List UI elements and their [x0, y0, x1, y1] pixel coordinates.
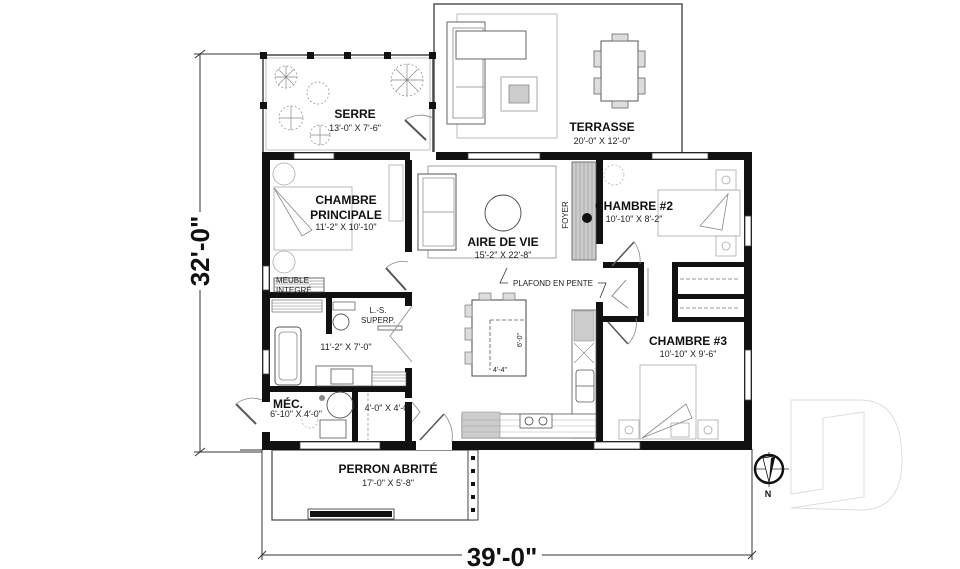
foyer-label: FOYER [561, 201, 570, 229]
north-arrow-icon: N [753, 452, 789, 499]
terrasse-label: TERRASSE [569, 120, 634, 134]
island-depth: 6'-0" [517, 333, 524, 347]
chambre-3: CHAMBRE #3 10'-10" X 9'-6" [607, 317, 727, 440]
windows [262, 152, 752, 450]
mec-dims: 6'-10" X 4'-0" [270, 409, 322, 419]
salle-de-bain: L.-S. SUPERP. 11'-2" X 7'-0" [271, 299, 413, 387]
aire-de-vie-label: AIRE DE VIE [467, 235, 538, 249]
plafond-label: PLAFOND EN PENTE [513, 279, 593, 288]
watermark-logo [790, 399, 903, 511]
mec-room: MÉC. 6'-10" X 4'-0" 4'-0" X 4'-0" [235, 391, 421, 440]
terrasse-dims: 20'-0" X 12'-0" [574, 136, 631, 146]
chambre-3-dims: 10'-10" X 9'-6" [660, 349, 717, 359]
chambre-2-label: CHAMBRE #2 [595, 199, 673, 213]
serre-dims: 13'-0" X 7'-6" [329, 123, 381, 133]
chambre-2-dims: 10'-10" X 8'-2" [606, 214, 663, 224]
plant-icons [274, 63, 424, 146]
serre: SERRE 13'-0" X 7'-6" [260, 52, 436, 154]
meuble-label-1: MEUBLE [276, 276, 309, 285]
dimension-depth [194, 49, 262, 457]
closets [611, 268, 740, 316]
salle-de-bain-dims: 11'-2" X 7'-0" [320, 342, 371, 352]
chambre-principale-label-2: PRINCIPALE [310, 208, 382, 222]
mec-label: MÉC. [273, 396, 303, 411]
closet-dims: 4'-0" X 4'-0" [365, 403, 412, 413]
perron-abrite: PERRON ABRITÉ 17'-0" X 5'-8" [271, 449, 479, 521]
aire-de-vie: FOYER AIRE DE VIE 15'-2" X 22'-8" PLAFON… [417, 161, 607, 299]
terrasse: TERRASSE 20'-0" X 12'-0" [433, 3, 683, 157]
chambre-principale-dims: 11'-2" X 10'-10" [315, 222, 376, 232]
serre-label: SERRE [334, 107, 375, 121]
interior-walls [270, 160, 744, 442]
chambre-2: CHAMBRE #2 10'-10" X 8'-2" [595, 164, 741, 267]
door-openings [262, 152, 452, 450]
aire-de-vie-dims: 15'-2" X 22'-8" [475, 250, 532, 260]
meuble-label-2: INTEGRÉ [276, 286, 312, 295]
width-label: 39'-0" [467, 542, 538, 569]
kitchen: 6'-0" 4'-4" [419, 292, 597, 442]
chambre-principale-label-1: CHAMBRE [315, 193, 376, 207]
ls-label-2: SUPERP. [361, 316, 395, 325]
perron-dims: 17'-0" X 5'-8" [362, 478, 414, 488]
chambre-3-label: CHAMBRE #3 [649, 334, 727, 348]
ls-label-1: L.-S. [370, 306, 387, 315]
depth-label: 32'-0" [185, 216, 215, 287]
island-width: 4'-4" [493, 367, 507, 374]
chambre-principale: CHAMBRE PRINCIPALE 11'-2" X 10'-10" MEUB… [272, 162, 409, 295]
compass-north-label: N [765, 489, 772, 499]
perron-label: PERRON ABRITÉ [339, 461, 438, 476]
dimension-width [240, 449, 757, 560]
